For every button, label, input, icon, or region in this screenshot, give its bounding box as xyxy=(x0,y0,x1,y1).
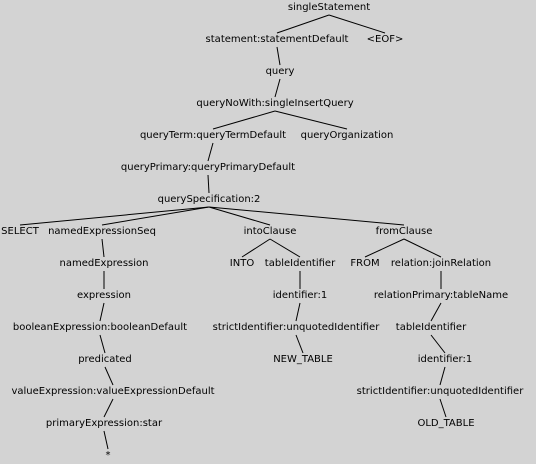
edge-stmt-query xyxy=(276,46,281,66)
tree-node-stmt: statement:statementDefault xyxy=(205,34,349,45)
tree-node-primexp: primaryExpression:star xyxy=(45,418,163,429)
edge-qnw-qterm xyxy=(212,110,276,130)
edge-qterm-qprim xyxy=(207,142,214,162)
edge-strict1-newt xyxy=(295,334,304,354)
tree-node-eof: <EOF> xyxy=(366,34,404,45)
edge-from-fromkw xyxy=(364,238,405,258)
tree-node-nes: namedExpressionSeq xyxy=(48,226,156,237)
tree-node-id1: identifier:1 xyxy=(272,290,328,301)
tree-node-pred: predicated xyxy=(78,354,132,365)
edge-into-tid1 xyxy=(269,238,301,258)
tree-node-id2: identifier:1 xyxy=(417,354,473,365)
tree-node-relprim: relationPrimary:tableName xyxy=(373,290,509,301)
tree-node-strict2: strictIdentifier:unquotedIdentifier xyxy=(356,386,524,397)
tree-node-qspec: querySpecification:2 xyxy=(157,194,261,205)
tree-node-into: intoClause xyxy=(243,226,297,237)
edge-into-intokw xyxy=(241,238,271,258)
tree-node-fromkw: FROM xyxy=(350,258,380,269)
edge-from-rel xyxy=(403,238,442,258)
tree-node-query: query xyxy=(265,66,295,77)
tree-node-select: SELECT xyxy=(1,226,39,237)
edge-primexp-star xyxy=(103,430,109,450)
tree-node-strict1: strictIdentifier:unquotedIdentifier xyxy=(212,322,380,333)
tree-node-qorg: queryOrganization xyxy=(300,130,394,141)
edge-tid2-id2 xyxy=(430,334,446,354)
edge-qprim-qspec xyxy=(207,174,210,194)
edge-valexp-primexp xyxy=(103,398,114,418)
edge-pred-valexp xyxy=(104,366,114,386)
edge-strict2-oldt xyxy=(439,398,447,418)
edge-qspec-from xyxy=(208,206,405,226)
edge-query-qnw xyxy=(274,78,281,98)
edge-id1-strict1 xyxy=(295,302,301,322)
tree-node-expr: expression xyxy=(77,290,131,301)
edge-nes-ne xyxy=(101,238,105,258)
tree-node-star: * xyxy=(105,450,111,461)
tree-node-rel: relation:joinRelation xyxy=(390,258,492,269)
edge-bool-pred xyxy=(99,334,106,354)
tree-node-from: fromClause xyxy=(375,226,433,237)
tree-node-bool: booleanExpression:booleanDefault xyxy=(12,322,188,333)
tree-node-oldt: OLD_TABLE xyxy=(417,418,475,429)
edge-qnw-qorg xyxy=(274,110,348,130)
tree-node-qprim: queryPrimary:queryPrimaryDefault xyxy=(120,162,296,173)
edge-qspec-select xyxy=(19,206,210,226)
tree-node-qnw: queryNoWith:singleInsertQuery xyxy=(196,98,354,109)
edge-qspec-into xyxy=(208,206,271,226)
tree-node-qterm: queryTerm:queryTermDefault xyxy=(139,130,287,141)
tree-node-root: singleStatement xyxy=(287,2,371,13)
edge-root-eof xyxy=(328,14,386,34)
tree-node-valexp: valueExpression:valueExpressionDefault xyxy=(11,386,215,397)
tree-node-ne: namedExpression xyxy=(59,258,149,269)
edge-root-stmt xyxy=(276,14,330,34)
edge-relprim-tid2 xyxy=(430,302,442,322)
tree-node-tid1: tableIdentifier xyxy=(264,258,336,269)
tree-node-newt: NEW_TABLE xyxy=(273,354,333,365)
edge-id2-strict2 xyxy=(439,366,446,386)
edge-qspec-nes xyxy=(101,206,210,226)
edge-expr-bool xyxy=(99,302,105,322)
tree-node-tid2: tableIdentifier xyxy=(395,322,467,333)
tree-node-intokw: INTO xyxy=(229,258,255,269)
